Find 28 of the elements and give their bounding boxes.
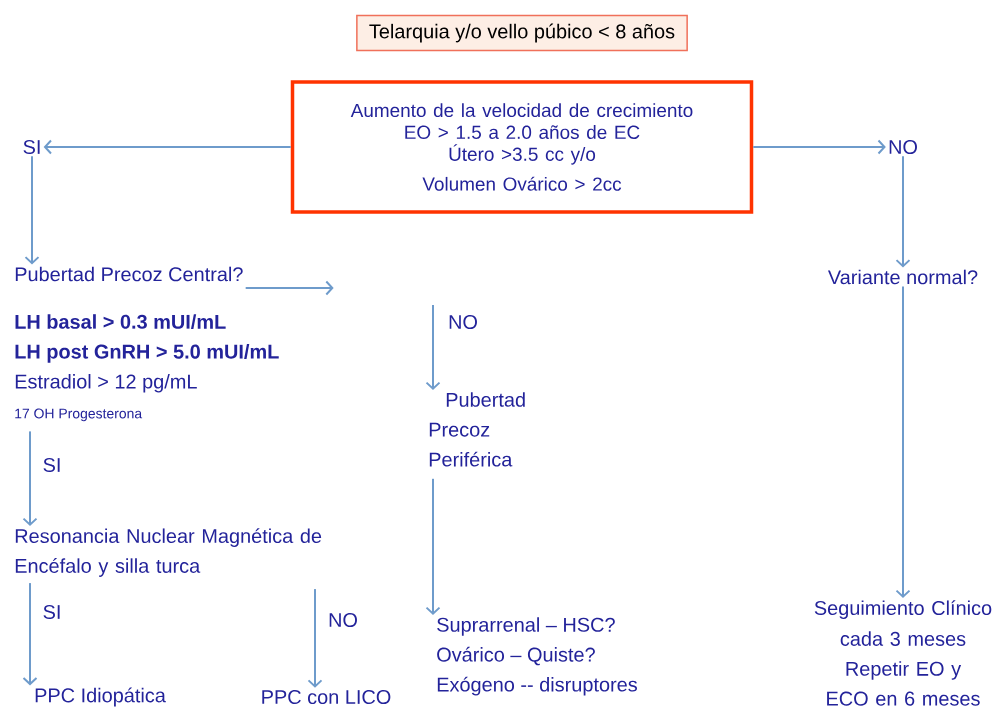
- arrow: [425, 477, 441, 615]
- edge-label: SI: [41, 603, 63, 621]
- diagnosis-text: Pubertad Precoz Periférica: [429, 392, 525, 467]
- lab-criteria-text: LH basal > 0.3 mUI/mL LH post GnRH > 5.0 mUI/mL Estradiol > 12 pg/mL 17 OH Progesterona: [15, 314, 279, 422]
- criteria-box: Aumento de la velocidad de crecimiento EO > 1.5 a 2.0 años de EC Útero >3.5 cc y/o Volumen Ovárico > 2cc: [290, 80, 754, 214]
- cause-list: Suprarrenal – HSC? Ovárico – Quiste? Exógeno -- disruptores: [437, 617, 637, 696]
- edge-label: NO: [327, 611, 359, 629]
- arrow: [752, 139, 886, 155]
- arrow: [244, 280, 334, 296]
- arrow: [895, 155, 911, 268]
- arrow: [24, 155, 40, 265]
- decision-label: NO: [889, 139, 917, 155]
- arrow: [22, 582, 38, 686]
- arrow: [43, 139, 292, 155]
- arrow: [307, 588, 323, 688]
- start-box: Telarquia y/o vello púbico < 8 años: [356, 14, 688, 52]
- decision-label: SI: [23, 139, 40, 155]
- arrow: [22, 430, 38, 526]
- exam-text: Resonancia Nuclear Magnética de Encéfalo y silla turca: [15, 528, 322, 577]
- arrow: [425, 304, 441, 390]
- edge-label: SI: [41, 456, 63, 474]
- follow-up-text: Seguimiento Clínico cada 3 meses Repetir EO y ECO en 6 meses: [814, 600, 992, 706]
- outcome-text: PPC Idiopática: [35, 687, 166, 707]
- question-text: Pubertad Precoz Central?: [15, 266, 243, 282]
- question-text: Variante normal?: [827, 269, 978, 285]
- outcome-text: PPC con LICO: [262, 689, 391, 705]
- arrow: [895, 285, 911, 598]
- edge-label: NO: [447, 313, 479, 331]
